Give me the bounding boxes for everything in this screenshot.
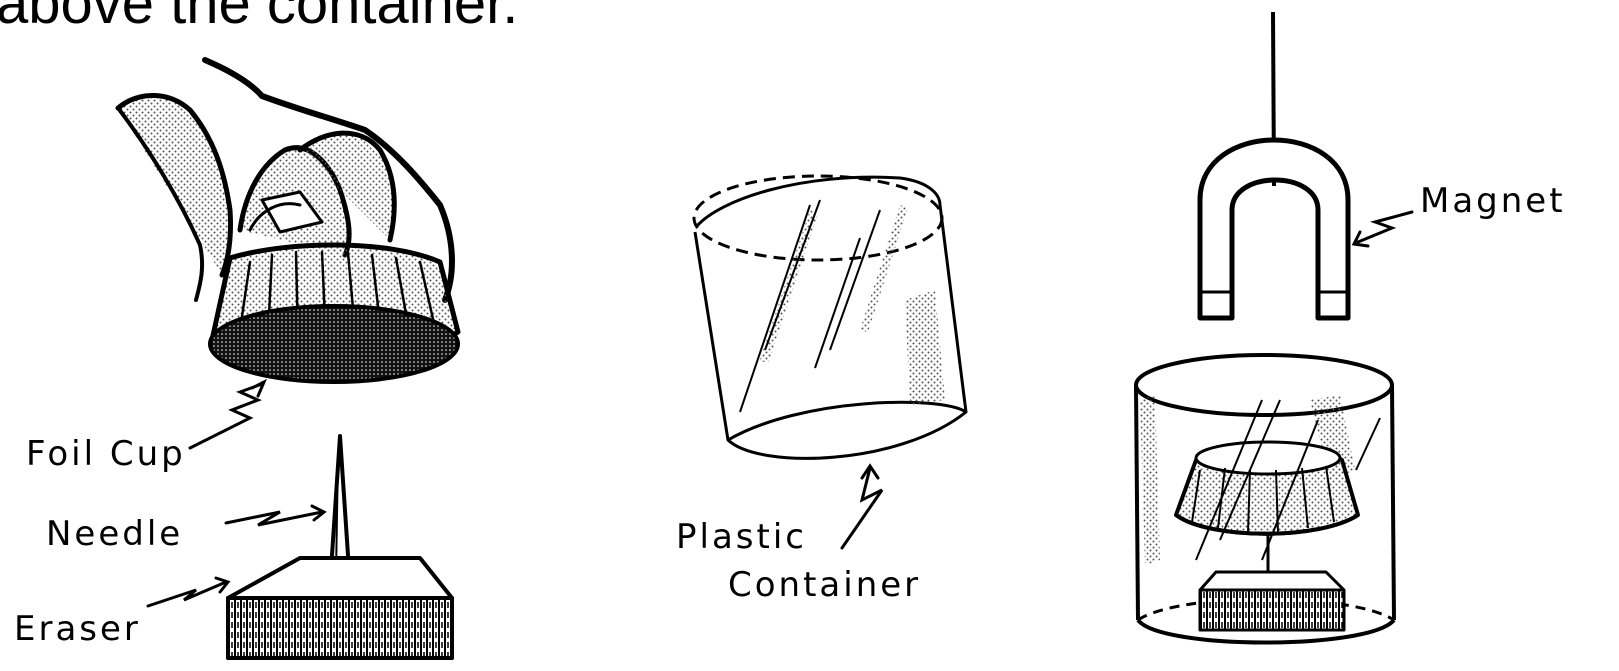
label-eraser: Eraser [14,609,141,649]
label-magnet: Magnet [1420,181,1566,221]
eraser-block [228,558,452,658]
assembled-container [1136,355,1394,643]
magnet-pointer [1354,212,1412,246]
needle-pointer [226,506,324,525]
foil-cup-pointer [190,382,264,448]
label-needle: Needle [46,514,183,554]
plastic-container-pointer [842,466,882,548]
eraser-pointer [148,578,228,606]
plastic-container [694,176,966,458]
label-container: Container [728,565,921,605]
hand-holding-foil-cup [118,60,458,382]
horseshoe-magnet [1200,140,1348,318]
label-foil-cup: Foil Cup [26,434,186,474]
label-plastic: Plastic [676,517,807,557]
